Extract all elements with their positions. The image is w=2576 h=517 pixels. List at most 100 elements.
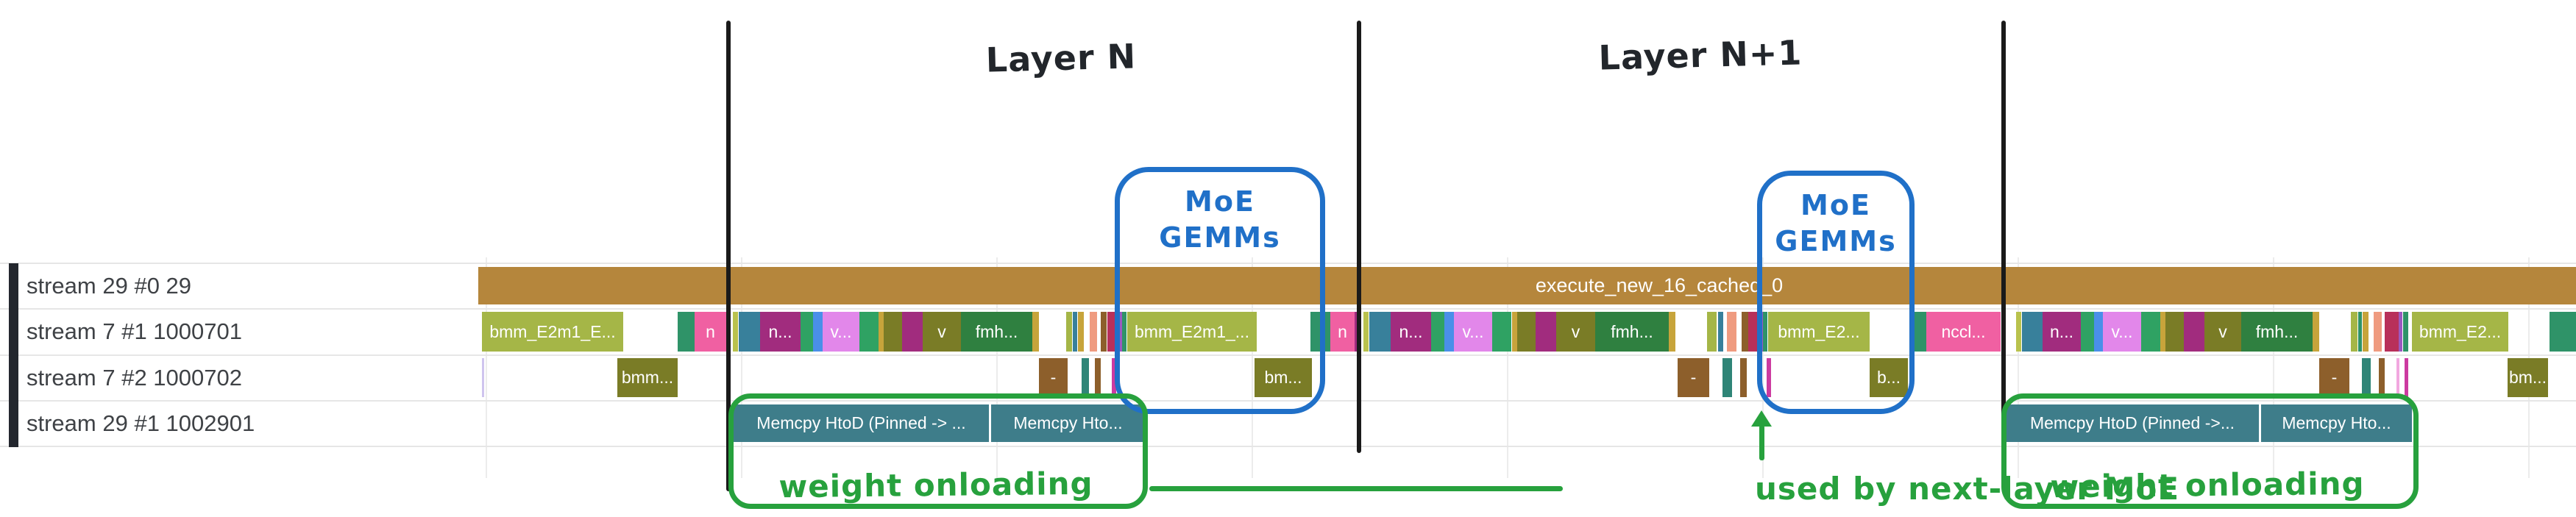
timeline-segment[interactable] bbox=[1707, 312, 1717, 352]
timeline-segment[interactable] bbox=[1718, 312, 1723, 352]
timeline-segment[interactable] bbox=[1444, 312, 1454, 352]
timeline-segment[interactable]: fmh... bbox=[2241, 312, 2313, 352]
timeline-segment[interactable]: Memcpy HtoD (Pinned -> ... bbox=[734, 404, 989, 442]
track-header-stream-29-0[interactable]: stream 29 #0 29 bbox=[0, 263, 471, 309]
timeline-segment[interactable] bbox=[2358, 312, 2362, 352]
timeline-segment[interactable] bbox=[2141, 312, 2160, 352]
timeline-segment[interactable] bbox=[1101, 312, 1107, 352]
timeline-segment[interactable] bbox=[1032, 312, 1039, 352]
timeline-segment[interactable] bbox=[2374, 312, 2382, 352]
timeline-segment[interactable] bbox=[2405, 358, 2408, 397]
layer-n-plus-1-label: Layer N+1 bbox=[1597, 32, 1803, 78]
timeline-segment[interactable] bbox=[2550, 312, 2576, 352]
timeline-segment[interactable] bbox=[1369, 312, 1391, 352]
segment-label: bmm_E2... bbox=[1778, 321, 1860, 341]
timeline-segment[interactable] bbox=[2379, 358, 2385, 397]
timeline-segment[interactable] bbox=[2385, 312, 2399, 352]
timeline-segment[interactable] bbox=[1517, 312, 1536, 352]
timeline-segment[interactable]: bm... bbox=[2508, 358, 2548, 397]
timeline-segment[interactable]: bmm_E2m1_E... bbox=[482, 312, 623, 352]
timeline-segment[interactable]: Memcpy Hto... bbox=[991, 404, 1145, 442]
timeline-segment[interactable]: n... bbox=[760, 312, 801, 352]
timeline-segment[interactable]: n... bbox=[1391, 312, 1431, 352]
timeline-segment[interactable] bbox=[879, 312, 884, 352]
timeline-segment[interactable]: v bbox=[2204, 312, 2241, 352]
timeline-segment[interactable]: execute_new_16_cached_0 bbox=[478, 267, 2576, 304]
timeline-segment[interactable] bbox=[2362, 358, 2371, 397]
timeline-segment[interactable]: v... bbox=[2103, 312, 2141, 352]
timeline-segment[interactable]: v bbox=[1556, 312, 1595, 352]
timeline-segment[interactable] bbox=[1095, 358, 1101, 397]
timeline-segment[interactable]: fmh... bbox=[1595, 312, 1669, 352]
timeline-segment[interactable]: bmm... bbox=[617, 358, 678, 397]
timeline-segment[interactable] bbox=[2403, 312, 2408, 352]
timeline-segment[interactable] bbox=[1118, 312, 1122, 352]
track-header-stream-7-2[interactable]: stream 7 #2 1000702 bbox=[0, 355, 471, 401]
timeline-segment[interactable] bbox=[2184, 312, 2204, 352]
timeline-segment[interactable] bbox=[1536, 312, 1556, 352]
timeline-segment[interactable] bbox=[884, 312, 902, 352]
timeline-segment[interactable] bbox=[2363, 312, 2369, 352]
timeline-segment[interactable] bbox=[733, 312, 738, 352]
timeline-segment[interactable]: v bbox=[923, 312, 961, 352]
timeline-segment[interactable] bbox=[902, 312, 923, 352]
timeline-segment[interactable] bbox=[1090, 312, 1097, 352]
timeline-segment[interactable] bbox=[1078, 312, 1084, 352]
timeline-segment[interactable]: n... bbox=[2043, 312, 2081, 352]
track-group-handle[interactable] bbox=[9, 263, 18, 447]
timeline-segment[interactable] bbox=[2016, 312, 2021, 352]
timeline-segment[interactable] bbox=[859, 312, 879, 352]
timeline-segment[interactable] bbox=[1082, 358, 1089, 397]
timeline-segment[interactable]: Memcpy Hto... bbox=[2261, 404, 2412, 442]
timeline-segment[interactable]: fmh... bbox=[961, 312, 1032, 352]
timeline-segment[interactable] bbox=[1912, 312, 1926, 352]
timeline-segment[interactable]: bmm_E2... bbox=[2412, 312, 2508, 352]
segment-label: v bbox=[937, 321, 946, 341]
timeline-segment[interactable] bbox=[1748, 312, 1759, 352]
timeline-segment[interactable] bbox=[2160, 312, 2165, 352]
timeline-segment[interactable]: Memcpy HtoD (Pinned ->... bbox=[2006, 404, 2259, 442]
timeline-segment[interactable]: - bbox=[2319, 358, 2349, 397]
timeline-segment[interactable] bbox=[1431, 312, 1444, 352]
timeline-segment[interactable] bbox=[2022, 312, 2043, 352]
moe-gemms-label: MoE GEMMs bbox=[1159, 185, 1281, 254]
timeline-segment[interactable]: bmm_E2m1_... bbox=[1127, 312, 1257, 352]
timeline-segment[interactable] bbox=[2094, 312, 2103, 352]
timeline-segment[interactable]: - bbox=[1678, 358, 1709, 397]
timeline-segment[interactable] bbox=[2351, 312, 2357, 352]
timeline-segment[interactable] bbox=[1512, 312, 1517, 352]
timeline-segment[interactable]: n bbox=[695, 312, 726, 352]
timeline-segment[interactable] bbox=[1763, 312, 1767, 352]
timeline-segment[interactable] bbox=[2396, 358, 2399, 397]
timeline-segment[interactable]: nccl... bbox=[1926, 312, 2001, 352]
timeline-segment[interactable] bbox=[813, 312, 823, 352]
timeline-segment[interactable] bbox=[1727, 312, 1736, 352]
segment-label: fmh... bbox=[1611, 321, 1653, 341]
track-header-stream-7-1[interactable]: stream 7 #1 1000701 bbox=[0, 309, 471, 354]
timeline-segment[interactable] bbox=[739, 312, 760, 352]
timeline-segment[interactable] bbox=[1492, 312, 1511, 352]
timeline-segment[interactable] bbox=[1073, 312, 1077, 352]
timeline-segment[interactable] bbox=[1066, 312, 1072, 352]
timeline-segment[interactable] bbox=[2165, 312, 2184, 352]
timeline-segment[interactable] bbox=[678, 312, 695, 352]
timeline-segment[interactable] bbox=[1742, 312, 1748, 352]
timeline-segment[interactable]: v... bbox=[823, 312, 859, 352]
timeline-segment[interactable] bbox=[1740, 358, 1747, 397]
timeline-segment[interactable] bbox=[482, 358, 484, 397]
timeline-segment[interactable] bbox=[1669, 312, 1675, 352]
timeline-segment[interactable]: v... bbox=[1454, 312, 1492, 352]
timeline-segment[interactable]: - bbox=[1039, 358, 1068, 397]
timeline-segment[interactable]: n bbox=[1330, 312, 1355, 352]
timeline-segment[interactable] bbox=[1363, 312, 1369, 352]
timeline-segment[interactable] bbox=[1122, 312, 1126, 352]
timeline-segment[interactable] bbox=[1112, 358, 1116, 397]
timeline-segment[interactable] bbox=[2399, 312, 2402, 352]
timeline-segment[interactable] bbox=[1767, 358, 1771, 397]
timeline-segment[interactable] bbox=[1722, 358, 1732, 397]
track-header-stream-29-1[interactable]: stream 29 #1 1002901 bbox=[0, 401, 471, 446]
timeline-segment[interactable] bbox=[801, 312, 813, 352]
timeline-segment[interactable]: bmm_E2... bbox=[1768, 312, 1870, 352]
timeline-segment[interactable] bbox=[2313, 312, 2319, 352]
timeline-segment[interactable] bbox=[2081, 312, 2094, 352]
